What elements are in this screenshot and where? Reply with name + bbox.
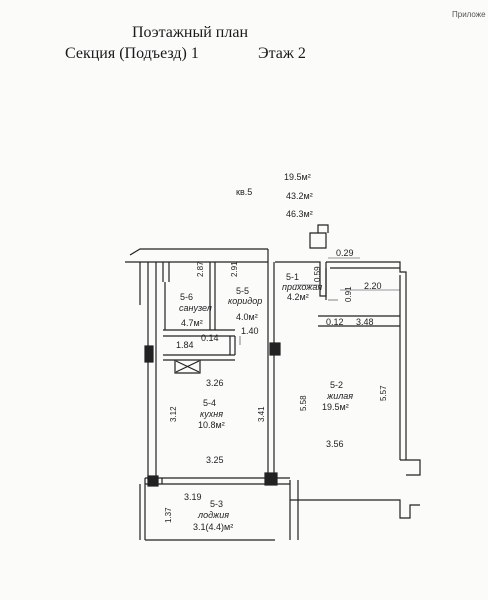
dim-0-12: 0.12 xyxy=(326,317,344,327)
room-5-3-area: 3.1(4.4)м² xyxy=(193,522,233,532)
dim-0-59: 0.59 xyxy=(313,266,322,282)
apartment-area-2: 43.2м² xyxy=(286,191,313,201)
dim-5-58: 5.58 xyxy=(299,395,308,411)
room-5-5-area: 4.0м² xyxy=(236,312,258,322)
room-5-1-name: прихожая xyxy=(282,282,322,292)
dimension-lines xyxy=(239,257,400,345)
room-5-3-name: лоджия xyxy=(197,510,229,520)
plan-title: Поэтажный план xyxy=(131,24,249,41)
apartment-area-3: 46.3м² xyxy=(286,209,313,219)
dim-3-19: 3.19 xyxy=(184,492,202,502)
room-5-6-area: 4.7м² xyxy=(181,318,203,328)
dim-1-84: 1.84 xyxy=(176,340,194,350)
room-5-1-id: 5-1 xyxy=(286,272,299,282)
walls xyxy=(125,224,421,541)
apartment-area-1: 19.5м² xyxy=(284,172,311,182)
dim-3-26: 3.26 xyxy=(206,378,224,388)
dim-3-25: 3.25 xyxy=(206,455,224,465)
room-5-2-area: 19.5м² xyxy=(322,402,349,412)
room-5-6-name: санузел xyxy=(179,303,212,313)
dim-0-14: 0.14 xyxy=(201,333,219,343)
room-5-4-name: кухня xyxy=(200,409,223,419)
dim-0-91: 0.91 xyxy=(344,286,353,302)
room-5-5-id: 5-5 xyxy=(236,286,249,296)
room-5-1-area: 4.2м² xyxy=(287,292,309,302)
dim-2-20: 2.20 xyxy=(364,281,382,291)
room-5-3-id: 5-3 xyxy=(210,499,223,509)
floor-label: Этаж 2 xyxy=(258,45,306,62)
room-5-2-name: жилая xyxy=(326,391,353,401)
section-label: Секция (Подъезд) 1 xyxy=(65,45,199,62)
dim-1-37: 1.37 xyxy=(164,507,173,523)
plan-header: Поэтажный план Секция (Подъезд) 1 Этаж 2… xyxy=(0,0,488,80)
room-5-6-id: 5-6 xyxy=(180,292,193,302)
room-5-2-id: 5-2 xyxy=(330,380,343,390)
room-5-5-name: коридор xyxy=(228,296,262,306)
dim-2-91: 2.91 xyxy=(230,261,239,277)
dim-3-56: 3.56 xyxy=(326,439,344,449)
dim-2-87: 2.87 xyxy=(196,261,205,277)
dim-3-12: 3.12 xyxy=(169,406,178,422)
room-5-4-area: 10.8м² xyxy=(198,420,225,430)
dim-3-48: 3.48 xyxy=(356,317,374,327)
apartment-label: кв.5 xyxy=(236,187,252,197)
dim-3-41: 3.41 xyxy=(257,406,266,422)
dim-5-57: 5.57 xyxy=(379,385,388,401)
corner-note: Приложе xyxy=(452,10,486,19)
dim-1-40: 1.40 xyxy=(241,326,259,336)
room-5-4-id: 5-4 xyxy=(203,398,216,408)
dim-0-29: 0.29 xyxy=(336,248,354,258)
